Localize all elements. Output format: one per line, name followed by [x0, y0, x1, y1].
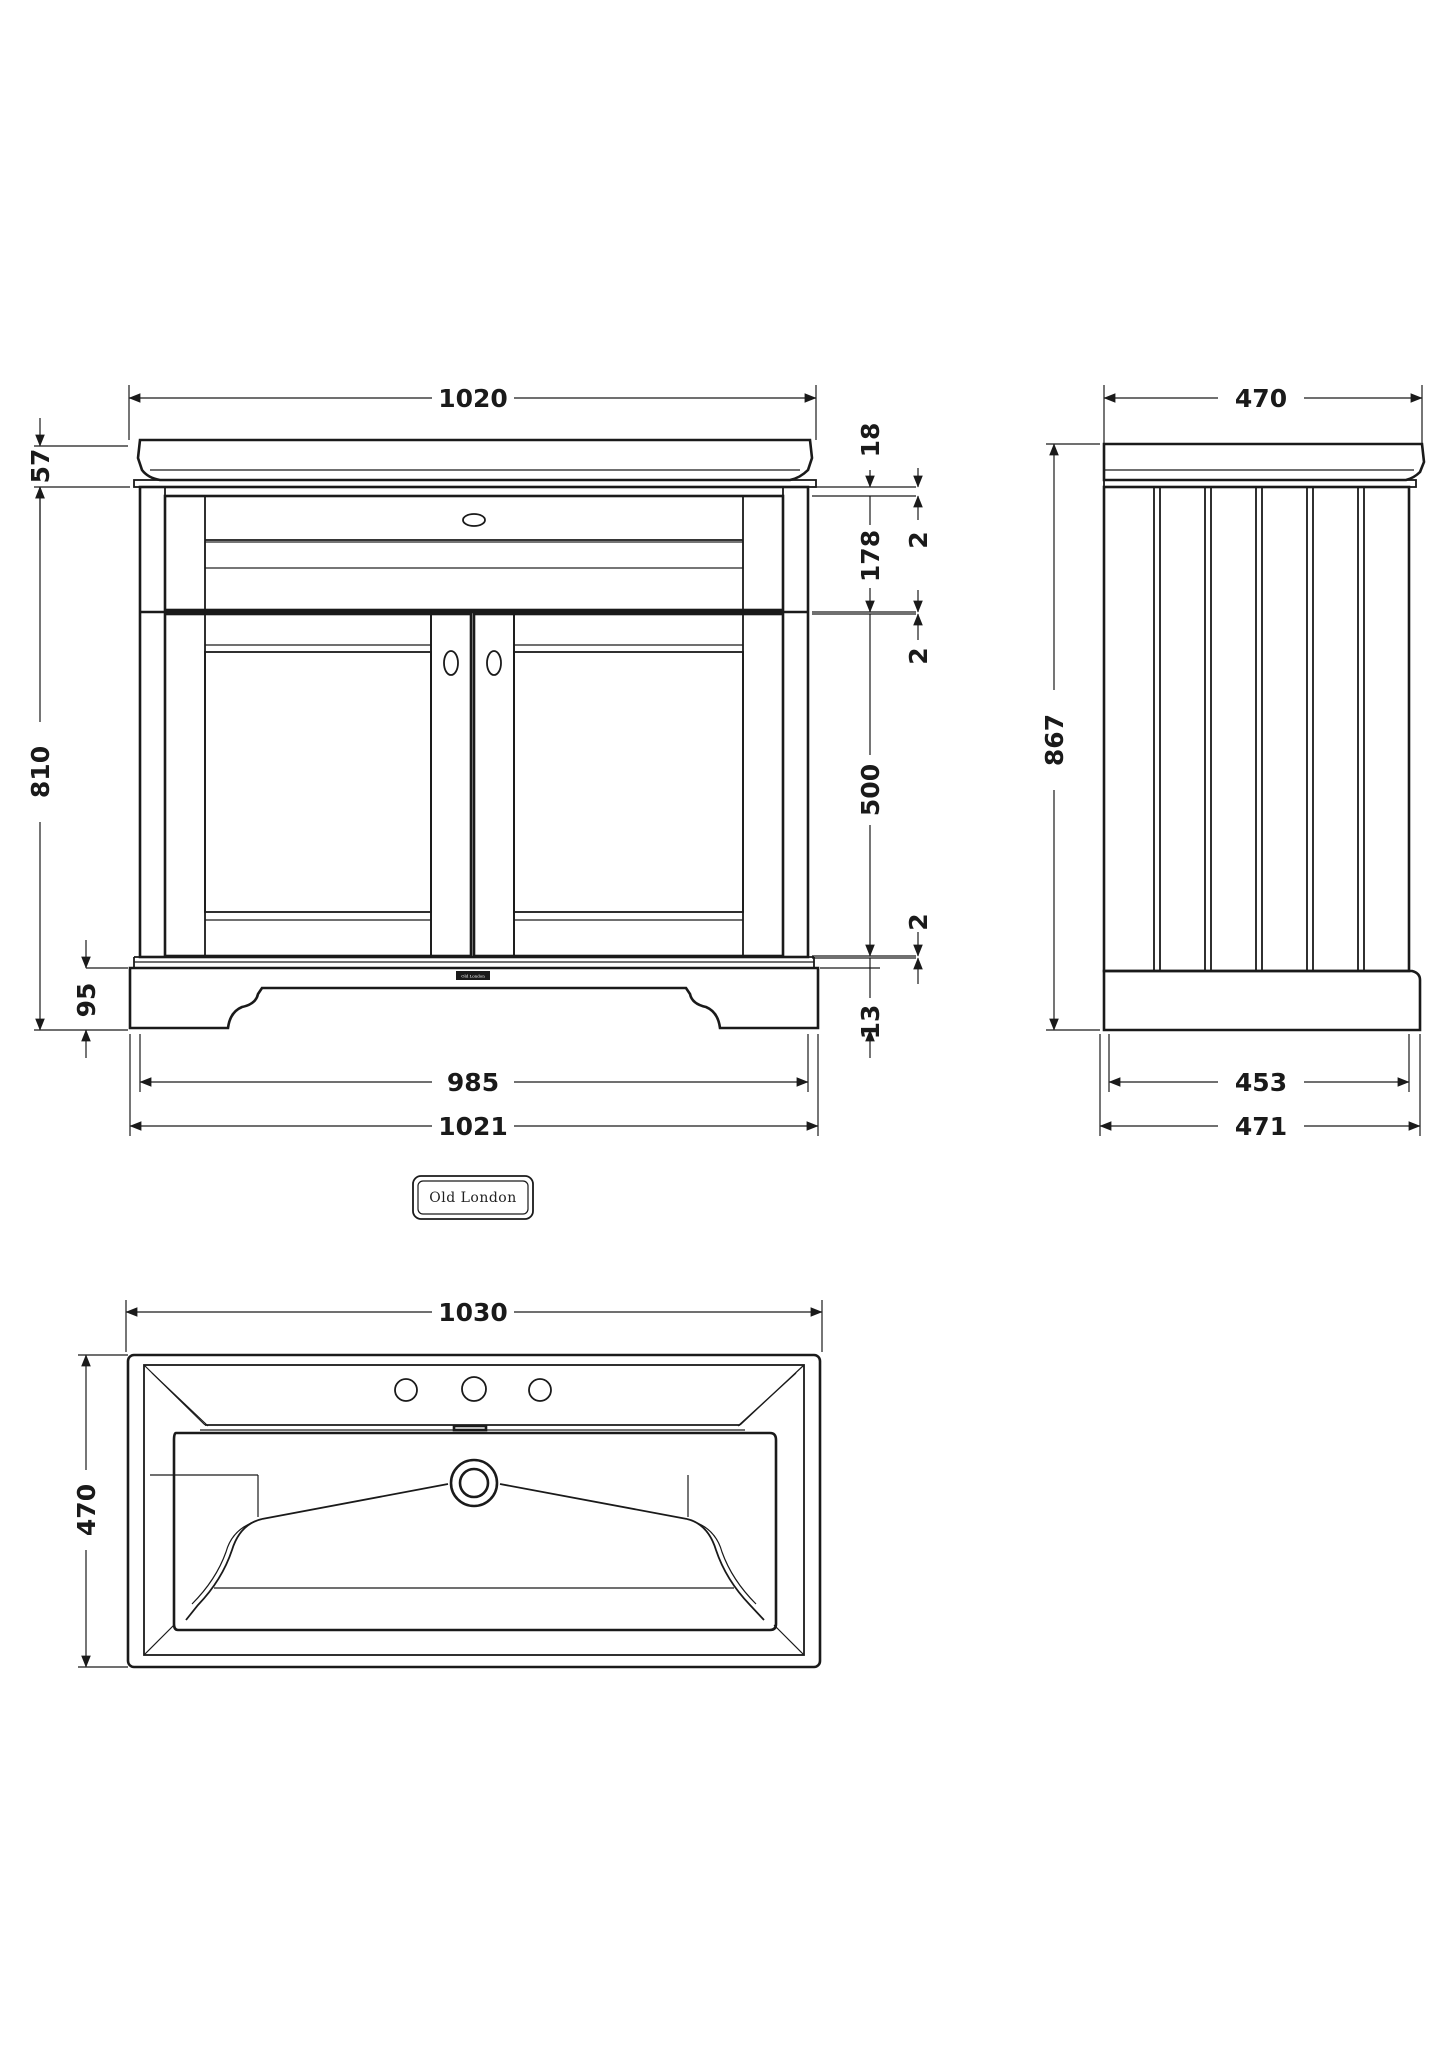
- mini-brand-badge-text: Old London: [461, 974, 485, 979]
- front-dimensions: 1020 57 810 95 18 178 500: [26, 384, 933, 1141]
- brand-badge-text: Old London: [429, 1190, 517, 1206]
- dim-door-gap-bottom: 2: [904, 913, 933, 930]
- dim-carcass-width: 985: [447, 1068, 499, 1097]
- right-door-handle-icon: [486, 650, 502, 676]
- side-plinth: [1102, 969, 1422, 1032]
- dim-side-total-height: 867: [1040, 714, 1069, 766]
- left-door-handle-icon: [443, 650, 459, 676]
- tap-hole-left-icon: [394, 1378, 418, 1402]
- side-panelling: [1153, 487, 1365, 971]
- dim-cabinet-height: 810: [26, 746, 55, 798]
- basin-inner-rim: [143, 1364, 805, 1656]
- side-view: [1102, 442, 1426, 1032]
- dim-drawer-gap-top: 2: [904, 531, 933, 548]
- brand-badge: Old London: [412, 1175, 534, 1220]
- basin-bowl: [172, 1431, 778, 1632]
- basin-outer-rim: [126, 1353, 822, 1669]
- dim-plinth-recess: 13: [856, 1005, 885, 1040]
- dim-plinth-width: 1021: [438, 1112, 508, 1141]
- dim-drawer-gap-bottom: 2: [904, 647, 933, 664]
- dim-side-plinth-depth: 471: [1235, 1112, 1287, 1141]
- drawer-handle-icon: [462, 513, 486, 527]
- dim-door-height: 500: [856, 764, 885, 816]
- dim-top-width: 1020: [438, 384, 508, 413]
- basin-waste-inner-icon: [458, 1467, 490, 1499]
- side-dimensions: 470 867 453 471: [1040, 384, 1423, 1141]
- mini-brand-badge: [456, 971, 490, 980]
- dim-side-top-depth: 470: [1235, 384, 1287, 413]
- side-countertop: [1102, 442, 1426, 482]
- dim-basin-depth: 470: [72, 1484, 101, 1536]
- front-countertop: [136, 438, 814, 482]
- front-plinth: [128, 966, 820, 1030]
- basin-dimensions: 1030 470: [72, 1298, 823, 1668]
- dim-drawer-height: 178: [856, 530, 885, 582]
- tap-hole-center-icon: [461, 1376, 487, 1402]
- dim-lip-height: 18: [856, 423, 885, 458]
- basin-waste-outer-icon: [449, 1458, 499, 1508]
- front-right-door: [472, 612, 785, 958]
- front-left-door: [163, 612, 473, 958]
- dim-basin-width: 1030: [438, 1298, 508, 1327]
- dim-side-carcass-depth: 453: [1235, 1068, 1287, 1097]
- front-view: Old London: [128, 438, 820, 1030]
- tap-hole-right-icon: [528, 1378, 552, 1402]
- basin-plan-view: [126, 1353, 822, 1669]
- dim-top-height: 57: [26, 449, 55, 484]
- dim-plinth-height: 95: [72, 983, 101, 1018]
